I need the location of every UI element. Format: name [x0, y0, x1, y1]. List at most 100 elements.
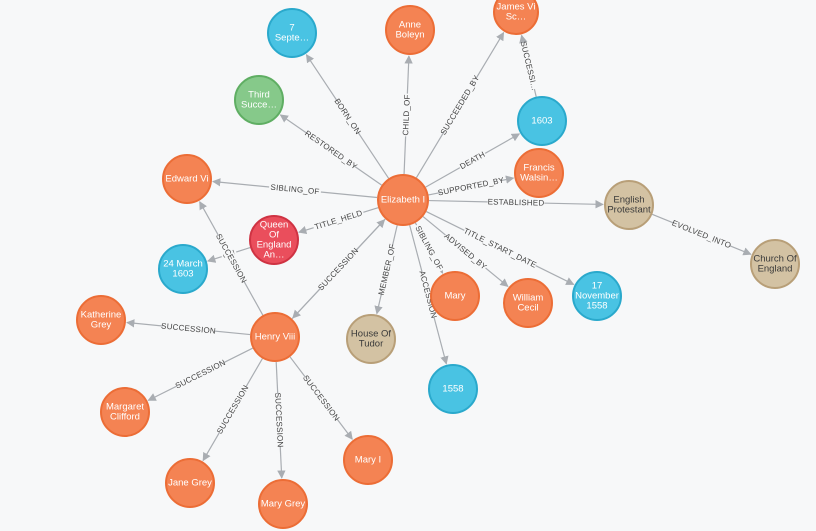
edge-henry-maryi[interactable]: SUCCESSION	[289, 356, 353, 440]
node-circle-person[interactable]	[430, 271, 480, 321]
edge-label-sibling-of: SIBLING_OF	[413, 224, 444, 271]
node-circle-person[interactable]	[514, 148, 564, 198]
node-circle-event[interactable]	[234, 75, 284, 125]
node-label-line: 1558	[586, 301, 607, 312]
node-circle-concept[interactable]	[346, 314, 396, 364]
edge-henry-elizabeth[interactable]: SUCCESSION	[291, 219, 386, 320]
node-circle-person[interactable]	[162, 154, 212, 204]
node-label-line: Clifford	[110, 412, 140, 423]
edge-label-background	[412, 222, 446, 274]
edge-label-child-of: CHILD_OF	[401, 94, 412, 136]
edge-elizabeth-queen[interactable]: TITLE_HELD	[298, 207, 379, 235]
node-label-line: Walsin…	[520, 173, 558, 184]
node-circle-date[interactable]	[572, 271, 622, 321]
edge-label-background	[439, 76, 481, 134]
edge-label-background	[462, 225, 538, 271]
node-label-line: Anne	[399, 20, 421, 31]
edge-d1603-jamesvi[interactable]: SUCCESSI…	[518, 34, 540, 97]
edge-henry-edward[interactable]: SUCCESSION	[199, 200, 264, 316]
node-circle-date[interactable]	[428, 364, 478, 414]
node-label-line: England	[758, 264, 793, 275]
edge-label-title-held: TITLE_HELD	[313, 208, 363, 231]
node-mary[interactable]: Mary	[430, 271, 480, 321]
edge-henry-marygrey[interactable]: SUCCESSION	[272, 361, 286, 479]
node-circle-person[interactable]	[503, 278, 553, 328]
edge-elizabeth-edward[interactable]: SIBLING_OF	[212, 178, 378, 199]
edge-henry-katherine[interactable]: SUCCESSION	[126, 319, 251, 337]
node-circle-person[interactable]	[377, 174, 429, 226]
node-circle-person[interactable]	[343, 435, 393, 485]
node-henry[interactable]: Henry Viii	[250, 312, 300, 362]
node-marygrey[interactable]: Mary Grey	[258, 479, 308, 529]
edge-label-background	[312, 207, 365, 233]
node-label: Edward Vi	[165, 174, 208, 185]
edge-label-background	[400, 93, 413, 137]
node-label-line: 24 March	[163, 259, 203, 270]
edge-elizabeth-jamesvi[interactable]: SUCCEEDED_BY	[415, 31, 505, 179]
node-edward[interactable]: Edward Vi	[162, 154, 212, 204]
edge-label-background	[487, 196, 545, 209]
node-maryi[interactable]: Mary I	[343, 435, 393, 485]
node-label-line: Edward Vi	[165, 174, 208, 185]
node-circle-date[interactable]	[517, 96, 567, 146]
edge-elizabeth-tudor[interactable]: MEMBER_OF	[374, 225, 398, 315]
edge-protestant-church[interactable]: EVOLVED_INTO	[651, 213, 752, 256]
node-label-line: Mary I	[355, 455, 381, 466]
node-circle-concept[interactable]	[604, 180, 654, 230]
node-circle-person[interactable]	[493, 0, 539, 35]
edge-label-background	[301, 374, 341, 422]
edge-label-background	[376, 245, 398, 294]
node-circle-person[interactable]	[100, 387, 150, 437]
node-label: Jane Grey	[168, 478, 212, 489]
node-jane[interactable]: Jane Grey	[165, 458, 215, 508]
edge-elizabeth-third[interactable]: RESTORED_BY	[279, 114, 382, 186]
node-circle-date[interactable]	[267, 8, 317, 58]
node-circle-person[interactable]	[258, 479, 308, 529]
edge-elizabeth-protestant[interactable]: ESTABLISHED	[428, 196, 604, 209]
node-circle-person[interactable]	[250, 312, 300, 362]
node-elizabeth[interactable]: Elizabeth I	[377, 174, 429, 226]
edge-label-member-of: MEMBER_OF	[377, 243, 398, 296]
node-label-line: 7	[289, 23, 294, 34]
edge-elizabeth-anne[interactable]: CHILD_OF	[400, 55, 413, 175]
node-circle-person[interactable]	[385, 5, 435, 55]
node-circle-concept[interactable]	[750, 239, 800, 289]
edge-label-background	[442, 231, 489, 272]
node-d1603[interactable]: 1603	[517, 96, 567, 146]
node-label-line: 1603	[531, 116, 552, 127]
edge-label-background	[316, 246, 360, 292]
node-circle-title[interactable]	[249, 215, 299, 265]
node-d1558[interactable]: 1558	[428, 364, 478, 414]
node-circle-person[interactable]	[76, 295, 126, 345]
edge-label-born-on: BORN_ON	[332, 97, 362, 136]
edge-label-succession: SUCCESSION	[273, 392, 285, 447]
node-circle-person[interactable]	[165, 458, 215, 508]
node-label: 1603	[531, 116, 552, 127]
node-label-line: Protestant	[607, 205, 651, 216]
node-circle-date[interactable]	[158, 244, 208, 294]
